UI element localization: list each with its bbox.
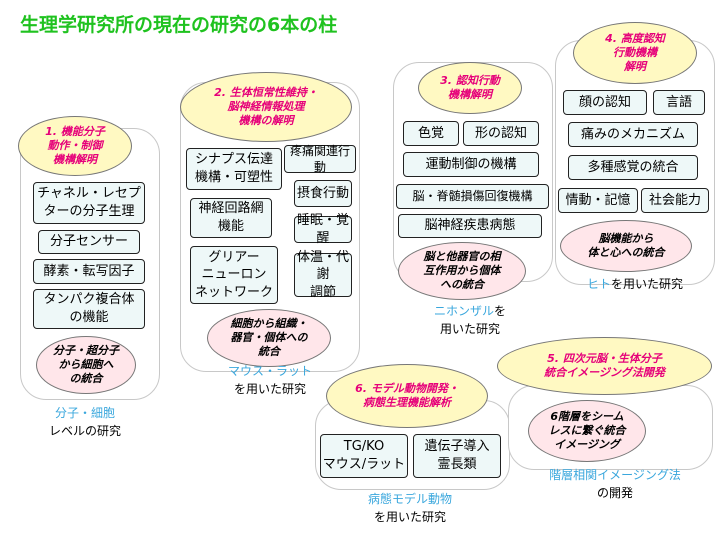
pillar4-integration: 脳機能から 体と心への統合 [560, 220, 692, 272]
pillar5-caption-imaging: 階層相関イメージング法 [549, 468, 681, 482]
pillar5-caption: 階層相関イメージング法 の開発 [520, 466, 710, 502]
pillar4-item-emotion-memory: 情動・記憶 [558, 188, 638, 213]
pillar4-item-social: 社会能力 [641, 188, 709, 213]
pillar6-item-tgko: TG/KO マウス/ラット [320, 434, 408, 478]
pillar3-caption: ニホンザルを 用いた研究 [410, 302, 530, 338]
pillar6-caption-model-animal: 病態モデル動物 [367, 492, 452, 506]
pillar2-item-thermo-metabolism: 体温・代謝 調節 [294, 250, 352, 300]
pillar4-heading: 4. 高度認知 行動機構 解明 [573, 22, 697, 84]
pillar3-caption-research: 用いた研究 [439, 322, 500, 336]
pillar1-integration: 分子・超分子 から細胞へ の統合 [36, 336, 136, 394]
pillar3-caption-monkey: ニホンザル [433, 304, 494, 318]
pillar1-item-protein-complex: タンパク複合体 の機能 [33, 289, 145, 329]
pillar1-item-enzyme: 酵素・転写因子 [33, 259, 145, 284]
pillar6-caption: 病態モデル動物 を用いた研究 [345, 490, 475, 526]
pillar3-item-neuro-disease: 脳神経疾患病態 [398, 214, 542, 238]
pillar5-caption-development: の開発 [596, 486, 633, 500]
pillar4-item-language: 言語 [653, 90, 705, 115]
page-title: 生理学研究所の現在の研究の6本の柱 [20, 14, 338, 36]
pillar3-heading: 3. 認知行動 機構解明 [418, 62, 522, 114]
pillar3-item-motor-control: 運動制御の機構 [403, 152, 539, 177]
pillar1-item-sensor: 分子センサー [38, 230, 140, 254]
pillar1-caption-level: 分子・細胞 [54, 406, 115, 420]
pillar1-item-channel: チャネル・レセプ ターの分子生理 [33, 182, 145, 224]
pillar2-item-pain-behavior: 疼痛関連行動 [284, 144, 356, 174]
pillar2-integration: 細胞から組織・ 器官・個体への 統合 [207, 309, 331, 367]
pillar6-item-transgenic-primate: 遺伝子導入 霊長類 [413, 434, 501, 478]
pillar3-item-spinal-recovery: 脳・脊髄損傷回復機構 [396, 184, 549, 209]
pillar3-item-color-vision: 色覚 [403, 121, 459, 146]
pillar4-caption-human: ヒト [586, 277, 611, 291]
pillar2-heading: 2. 生体恒常性維持・ 脳神経情報処理 機構の解明 [180, 72, 352, 142]
pillar1-caption-research: レベルの研究 [48, 424, 121, 438]
pillar3-caption-particle: を [494, 304, 507, 318]
pillar4-item-face: 顔の認知 [563, 90, 647, 115]
pillar2-caption-research: を用いた研究 [233, 382, 306, 396]
pillar4-caption: ヒトを用いた研究 [570, 275, 700, 293]
pillar4-item-multisensory: 多種感覚の統合 [568, 155, 698, 180]
pillar2-item-neural-circuit: 神経回路網 機能 [190, 198, 272, 238]
pillar1-heading: 1. 機能分子 動作・制御 機構解明 [18, 116, 132, 176]
pillar1-caption: 分子・細胞 レベルの研究 [25, 404, 145, 440]
pillar3-item-shape-recognition: 形の認知 [463, 121, 539, 146]
pillar6-caption-research: を用いた研究 [373, 510, 446, 524]
pillar2-item-glia-neuron: グリアー ニューロン ネットワーク [190, 246, 278, 304]
pillar5-integration: 6階層をシーム レスに繋ぐ統合 イメージング [528, 400, 646, 462]
pillar2-item-feeding: 摂食行動 [294, 180, 352, 207]
pillar6-heading: 6. モデル動物開発・ 病態生理機能解析 [326, 364, 488, 428]
pillar3-integration: 脳と他器官の相 互作用から個体 への統合 [398, 242, 526, 300]
pillar2-caption: マウス・ラット を用いた研究 [210, 362, 330, 398]
pillar4-item-pain-mechanism: 痛みのメカニズム [568, 122, 698, 147]
pillar5-heading: 5. 四次元脳・生体分子 統合イメージング法開発 [497, 337, 712, 395]
pillar4-caption-research: を用いた研究 [611, 277, 684, 291]
pillar2-caption-animal: マウス・ラット [227, 364, 312, 378]
pillar2-item-sleep-wake: 睡眠・覚醒 [294, 213, 352, 246]
pillar2-item-synapse: シナプス伝達 機構・可塑性 [186, 148, 282, 190]
